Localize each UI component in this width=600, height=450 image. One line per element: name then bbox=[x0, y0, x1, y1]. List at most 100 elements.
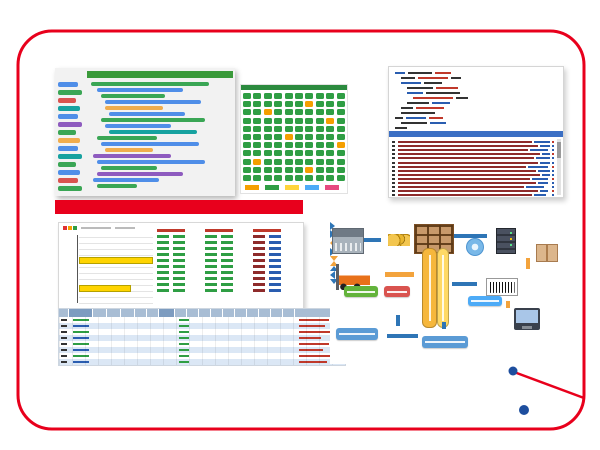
grid-cell bbox=[263, 109, 272, 116]
group-cell bbox=[221, 277, 233, 280]
log-index bbox=[392, 149, 395, 152]
group-cell bbox=[253, 283, 265, 286]
log-mark bbox=[552, 194, 554, 197]
grid-cell bbox=[326, 166, 335, 173]
flow-arrow-shaft bbox=[396, 315, 400, 326]
grid-cell bbox=[253, 158, 262, 165]
code-text-line bbox=[407, 102, 429, 104]
table-row bbox=[59, 359, 345, 365]
group-cell bbox=[221, 241, 233, 244]
gantt-bar bbox=[79, 257, 153, 264]
palette-block bbox=[58, 98, 76, 103]
grid-cell bbox=[326, 134, 335, 140]
grid-cell bbox=[274, 150, 283, 157]
flow-label bbox=[344, 286, 378, 297]
code-text-line bbox=[395, 72, 405, 74]
group-cell bbox=[221, 247, 233, 250]
group-cell bbox=[221, 253, 233, 256]
palette-block bbox=[58, 130, 76, 135]
grid-cell bbox=[295, 93, 303, 99]
header-cell bbox=[199, 309, 210, 317]
block-editor-screenshot bbox=[55, 68, 235, 196]
cell-text bbox=[299, 319, 329, 321]
cell-text bbox=[179, 325, 189, 327]
header-cell bbox=[175, 309, 186, 317]
header-cell bbox=[107, 309, 120, 317]
header-cell bbox=[121, 309, 134, 317]
grid-cell bbox=[295, 101, 303, 108]
grid-cell bbox=[263, 134, 272, 140]
grid-cell bbox=[295, 142, 303, 149]
group-cell bbox=[173, 241, 185, 244]
block-editor-header bbox=[87, 71, 233, 78]
group-cell bbox=[205, 241, 217, 244]
grid-cell bbox=[274, 109, 283, 116]
cell-text bbox=[73, 355, 89, 357]
cell-text bbox=[179, 319, 189, 321]
log-index bbox=[392, 186, 395, 189]
log-mark bbox=[552, 157, 554, 160]
grid-cell bbox=[263, 93, 272, 99]
log-text bbox=[398, 182, 536, 184]
group-cell bbox=[157, 241, 169, 244]
grid-cell bbox=[315, 109, 324, 116]
grid-cell bbox=[274, 117, 283, 124]
cell-text bbox=[73, 343, 89, 345]
grid-cell bbox=[305, 158, 314, 165]
group-cell bbox=[253, 259, 265, 262]
scrollbar-thumb bbox=[557, 142, 561, 158]
grid-cell bbox=[284, 158, 293, 165]
log-mark bbox=[552, 169, 554, 172]
grid-cell bbox=[284, 125, 293, 132]
code-text-line bbox=[401, 107, 413, 109]
palette-block bbox=[58, 162, 76, 167]
log-text-alt bbox=[540, 190, 548, 193]
code-text-line bbox=[401, 112, 435, 114]
code-block bbox=[97, 172, 183, 176]
grid-cell bbox=[315, 150, 324, 157]
grid-header bbox=[241, 85, 347, 90]
system-spine bbox=[437, 248, 449, 328]
header-cell bbox=[223, 309, 234, 317]
traffic-light bbox=[68, 226, 72, 230]
gridline bbox=[79, 267, 153, 268]
cell-text bbox=[61, 361, 67, 363]
column-gridlines bbox=[59, 317, 345, 365]
palette-block bbox=[58, 154, 82, 159]
code-block bbox=[93, 178, 159, 182]
grid-cell bbox=[295, 158, 303, 165]
cell-text bbox=[73, 337, 89, 339]
log-text bbox=[398, 145, 538, 148]
group-cell bbox=[269, 271, 281, 274]
group-cell bbox=[205, 235, 217, 238]
code-block bbox=[101, 94, 165, 98]
flow-arrow-head bbox=[330, 222, 335, 230]
grid-cell bbox=[253, 93, 262, 99]
log-mark bbox=[552, 145, 554, 148]
forklift-icon bbox=[336, 264, 370, 290]
code-text-line bbox=[418, 77, 448, 79]
code-text-line bbox=[407, 92, 423, 94]
group-cell bbox=[173, 271, 185, 274]
log-index bbox=[392, 153, 395, 156]
code-text-line bbox=[424, 82, 442, 84]
gridline bbox=[79, 255, 153, 256]
gridline bbox=[79, 237, 153, 238]
flow-label bbox=[468, 296, 502, 306]
grid-cell bbox=[274, 166, 283, 173]
schedule-screenshot bbox=[58, 222, 304, 310]
coins-icon bbox=[388, 234, 410, 246]
log-index bbox=[392, 145, 395, 148]
log-text bbox=[398, 157, 534, 160]
code-block bbox=[91, 82, 209, 86]
group-header bbox=[205, 229, 233, 232]
code-editor-screenshot bbox=[388, 66, 564, 198]
toolbar-bar bbox=[81, 227, 111, 229]
group-cell bbox=[173, 259, 185, 262]
server-icon bbox=[496, 228, 516, 254]
group-cell bbox=[173, 265, 185, 268]
group-cell bbox=[157, 265, 169, 268]
header-cell bbox=[147, 309, 158, 317]
code-block bbox=[109, 130, 197, 134]
